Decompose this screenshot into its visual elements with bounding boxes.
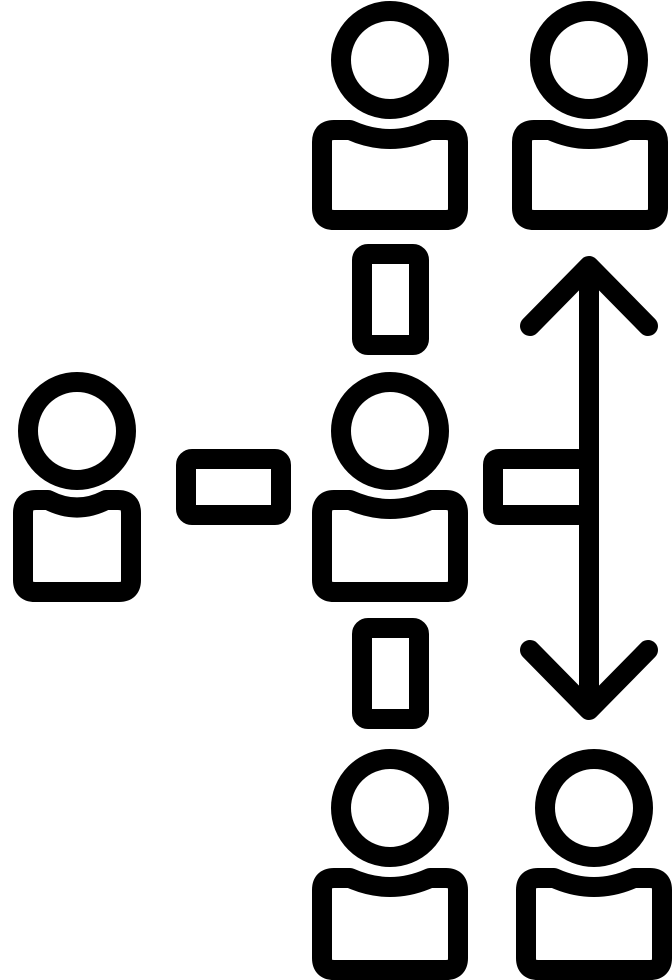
person-left-icon <box>13 372 141 602</box>
person-right-top-icon <box>512 1 668 230</box>
connector-vertical-top <box>352 244 429 355</box>
connector-horizontal-right <box>483 449 588 525</box>
person-center-bottom-icon <box>312 749 468 980</box>
connector-horizontal-left <box>176 449 291 525</box>
vertical-double-arrow-icon <box>520 256 658 720</box>
person-center-middle-icon <box>312 372 468 602</box>
connector-vertical-bottom <box>352 618 429 729</box>
icon-artwork <box>13 1 672 980</box>
person-right-bottom-icon <box>516 749 672 980</box>
person-center-top-icon <box>312 1 468 230</box>
